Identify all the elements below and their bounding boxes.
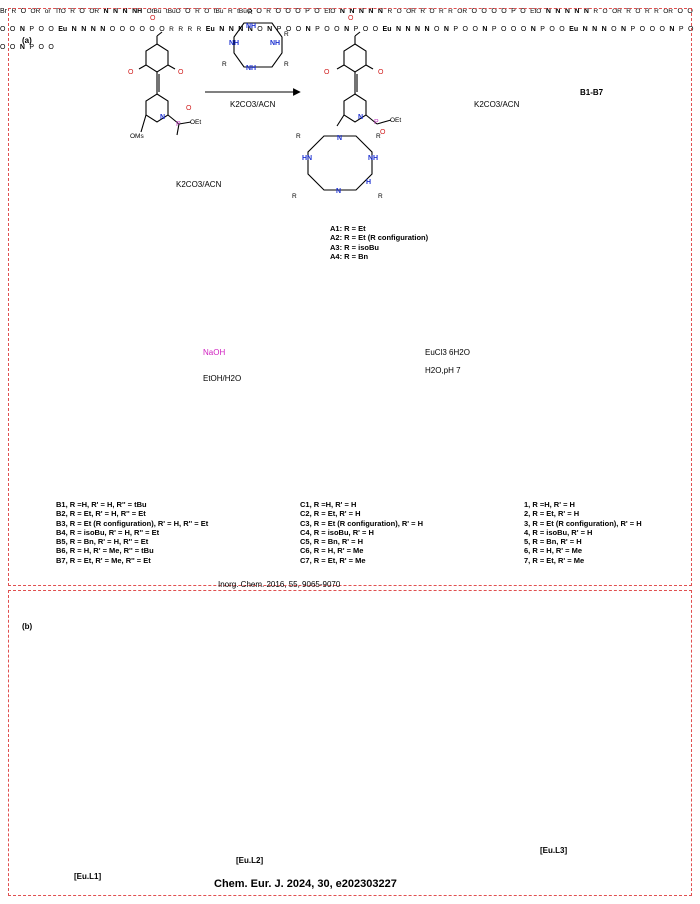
panel-a-label: (a) bbox=[22, 36, 32, 45]
reagent-step-2: K2CO3/ACN bbox=[474, 100, 520, 109]
a-compound-list: A1: R = Et A2: R = Et (R configuration) … bbox=[330, 224, 428, 261]
eu-l1-aryl: O N P O O N P O O N P O O Eu N N N N O N… bbox=[0, 18, 694, 890]
eu-l3-aryl-left: O N P O O O N P O O (a) K2CO3/ACN K2CO3/… bbox=[0, 26, 694, 890]
b-list-item: B5, R = Bn, R' = H, R'' = Et bbox=[56, 537, 149, 547]
panel-b-label: (b) bbox=[22, 622, 33, 631]
svg-text:O: O bbox=[186, 105, 192, 112]
product-b-range: B1-B7 bbox=[580, 88, 604, 97]
c-list-item: C2, R = Et, R' = H bbox=[300, 509, 361, 519]
svg-text:NH: NH bbox=[270, 40, 280, 47]
b-list-item: B1, R =H, R' = H, R'' = tBu bbox=[56, 500, 147, 509]
svg-text:NH: NH bbox=[229, 40, 239, 47]
citation-b: Chem. Eur. J. 2024, 30, e202303227 bbox=[214, 878, 397, 890]
svg-text:R: R bbox=[378, 193, 383, 200]
a-list-item: A3: R = isoBu bbox=[330, 242, 379, 252]
b-list-item: B7, R = Et, R' = Me, R'' = Et bbox=[56, 555, 151, 565]
c-list-item: C1, R =H, R' = H bbox=[300, 500, 357, 509]
complex-2-label: [Eu.L2] bbox=[236, 856, 264, 865]
a-list-item: A1: R = Et bbox=[330, 224, 366, 233]
panel-b bbox=[8, 590, 692, 896]
citation-a: Inorg. Chem. 2016, 55, 9065-9070 bbox=[218, 580, 341, 589]
complex-3-label: [Eu.L3] bbox=[540, 846, 568, 855]
c-list-item: C5, R = Bn, R' = H bbox=[300, 537, 364, 547]
product-list-item: 4, R = isoBu, R' = H bbox=[524, 527, 593, 537]
svg-text:R: R bbox=[222, 61, 227, 68]
b-list-item: B6, R = H, R' = Me, R'' = tBu bbox=[56, 546, 154, 556]
c-list-item: C3, R = Et (R configuration), R' = H bbox=[300, 518, 424, 528]
b-list-item: B3, R = Et (R configuration), R' = H, R'… bbox=[56, 518, 209, 528]
svg-text:O: O bbox=[378, 69, 384, 76]
svg-text:N: N bbox=[337, 135, 342, 142]
svg-text:N: N bbox=[336, 188, 341, 195]
product-list-item: 5, R = Bn, R' = H bbox=[524, 537, 582, 547]
mesylate-starting-material bbox=[138, 31, 192, 136]
c-compound-list: C1, R =H, R' = H C2, R = Et, R' = H C3, … bbox=[300, 500, 423, 565]
svg-text:R: R bbox=[292, 193, 297, 200]
triaza-macrocycle-reagent bbox=[233, 22, 283, 68]
eu-l3-aryl-right: O N P O O (a) K2CO3/ACN K2CO3/ACN B1-B7 … bbox=[9, 36, 642, 890]
svg-text:O: O bbox=[128, 69, 134, 76]
a-list-item: A4: R = Bn bbox=[330, 251, 369, 261]
b-list-item: B2, R = Et, R' = H, R'' = Et bbox=[56, 509, 146, 519]
product-list-item: 7, R = Et, R' = Me bbox=[524, 555, 585, 565]
svg-text:O: O bbox=[178, 69, 184, 76]
a-list-item: A2: R = Et (R configuration) bbox=[330, 233, 429, 243]
reagent-step-3: K2CO3/ACN bbox=[176, 180, 222, 189]
product-list-item: 2, R = Et, R' = H bbox=[524, 509, 580, 519]
svg-text:R: R bbox=[284, 61, 289, 68]
svg-text:OMs: OMs bbox=[130, 133, 144, 140]
arrow-hydrolysis: O O O P O EtO N N N N N R O OR R O R R O… bbox=[0, 0, 694, 890]
product-list-item: 1, R =H, R' = H bbox=[524, 500, 575, 509]
eu-l2-aryl-top: O N P O O N P O O O N P O O Eu N N N O N… bbox=[0, 18, 694, 890]
svg-text:R: R bbox=[248, 9, 253, 16]
svg-text:R: R bbox=[296, 133, 301, 140]
c-list-item: C6, R = H, R' = Me bbox=[300, 546, 364, 556]
svg-text:R: R bbox=[376, 133, 381, 140]
intermediate-a-macrocycle bbox=[307, 135, 373, 191]
svg-text:O: O bbox=[324, 69, 330, 76]
product-list-item: 3, R = Et (R configuration), R' = H bbox=[524, 518, 642, 528]
b-list-item: B4, R = isoBu, R' = H, R'' = Et bbox=[56, 527, 160, 537]
product-list: 1, R =H, R' = H 2, R = Et, R' = H 3, R =… bbox=[524, 500, 642, 565]
arrow-step-2: N N N NH OtBu tBuO O R O tBu R tBuO O R … bbox=[0, 0, 694, 890]
arrow-complexation: O O O N P O O Eu N N N N O O O O O O R R… bbox=[0, 8, 694, 890]
eu-l3-aryl-top: O N P O O O N P O O O N P O O (a) K2CO3/… bbox=[0, 18, 694, 890]
svg-text:NH: NH bbox=[246, 65, 256, 72]
reagent-step-1: K2CO3/ACN bbox=[230, 100, 276, 109]
svg-text:R: R bbox=[284, 31, 289, 38]
reagent-etoh: EtOH/H2O bbox=[203, 374, 242, 383]
svg-text:O: O bbox=[150, 15, 156, 22]
complex-1-label: [Eu.L1] bbox=[74, 872, 102, 881]
svg-text:H: H bbox=[366, 179, 371, 186]
svg-text:HN: HN bbox=[302, 155, 312, 162]
svg-text:O: O bbox=[380, 129, 386, 136]
svg-text:NH: NH bbox=[368, 155, 378, 162]
svg-text:NH: NH bbox=[246, 23, 256, 30]
panel-a bbox=[8, 8, 692, 586]
c-list-item: C4, R = isoBu, R' = H bbox=[300, 527, 374, 537]
c-list-item: C7, R = Et, R' = Me bbox=[300, 555, 366, 565]
eu-l2-aryl-bottom: O N P O O Eu N N N O N P O O O N P O O O… bbox=[0, 18, 694, 890]
svg-text:OEt: OEt bbox=[190, 119, 201, 126]
reagent-ph: H2O,pH 7 bbox=[425, 366, 461, 375]
intermediate-a-pyridine bbox=[336, 31, 392, 127]
svg-text:OEt: OEt bbox=[390, 117, 401, 124]
svg-text:N: N bbox=[358, 114, 363, 121]
svg-text:P: P bbox=[176, 121, 181, 128]
svg-text:O: O bbox=[348, 15, 354, 22]
svg-text:P: P bbox=[374, 119, 379, 126]
b-compound-list: B1, R =H, R' = H, R'' = tBu B2, R = Et, … bbox=[56, 500, 208, 565]
product-list-item: 6, R = H, R' = Me bbox=[524, 546, 583, 556]
reagent-naoh: NaOH bbox=[203, 348, 226, 357]
reagent-eucl3: EuCl3 6H2O bbox=[425, 348, 470, 357]
arrow-step-3: O O O P O EtO N N N N N R O OR R O R R O… bbox=[0, 0, 694, 890]
svg-text:N: N bbox=[160, 114, 165, 121]
